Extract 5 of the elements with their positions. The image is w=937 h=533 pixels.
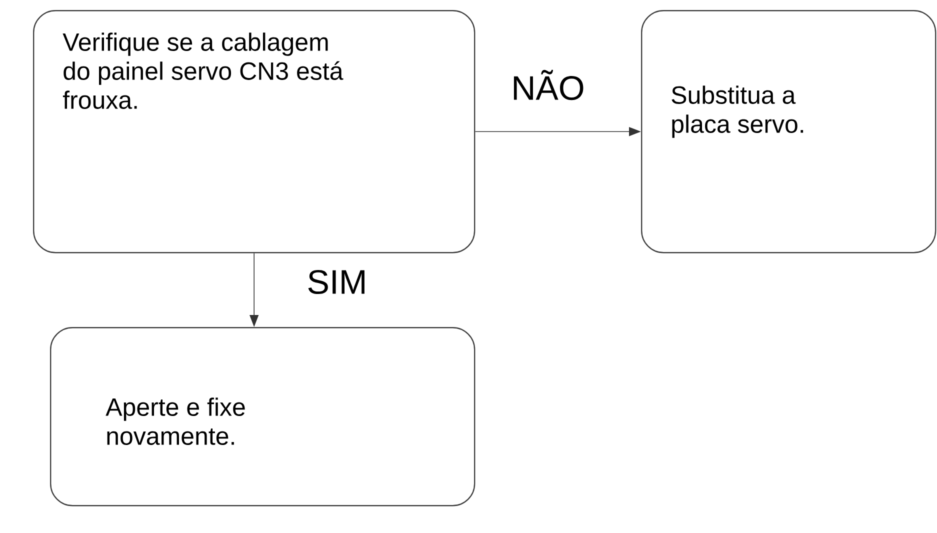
process-box: Substitua a placa servo. [641, 10, 936, 254]
process-box: Aperte e fixe novamente. [50, 327, 476, 506]
process-box: Verifique se a cablagem do painel servo CN3 está frouxa. [33, 10, 476, 254]
edge-label: SIM [306, 268, 368, 296]
edge-label: NÃO [510, 68, 586, 102]
